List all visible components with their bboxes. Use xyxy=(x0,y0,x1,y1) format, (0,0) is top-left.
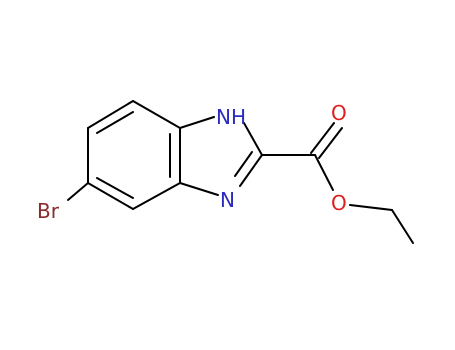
bond-c-o-double-a xyxy=(310,122,335,154)
atom-o-carbonyl-label: O xyxy=(331,101,347,125)
bond-c7-c6-inner xyxy=(96,111,134,134)
bond-c2-n3 xyxy=(239,154,263,187)
bond-c5-c4 xyxy=(87,182,134,210)
bond-o-ch2 xyxy=(349,204,393,211)
atom-labels: NH N O O Br xyxy=(37,101,347,223)
bond-c5-c4-inner xyxy=(96,177,134,199)
bond-c7a-c7 xyxy=(132,100,181,129)
atom-nh-label: NH xyxy=(216,105,246,129)
bond-c2-n3-inner xyxy=(234,151,253,177)
bond-c4-c3a xyxy=(132,182,181,210)
bond-ch2-ch3 xyxy=(391,209,414,244)
atom-br-label: Br xyxy=(37,199,60,223)
bond-c7-c6 xyxy=(87,100,134,129)
atom-n-label: N xyxy=(220,188,235,212)
atom-o-ester-label: O xyxy=(331,191,347,215)
bond-n3-c3a xyxy=(179,182,219,196)
bond-c-o-double-b xyxy=(318,127,343,159)
bonds xyxy=(67,100,414,244)
bond-c-o-single xyxy=(314,154,334,191)
bond-nh-c2 xyxy=(243,122,263,156)
bond-c7a-nh xyxy=(179,116,215,129)
bond-c5-br xyxy=(67,182,89,201)
